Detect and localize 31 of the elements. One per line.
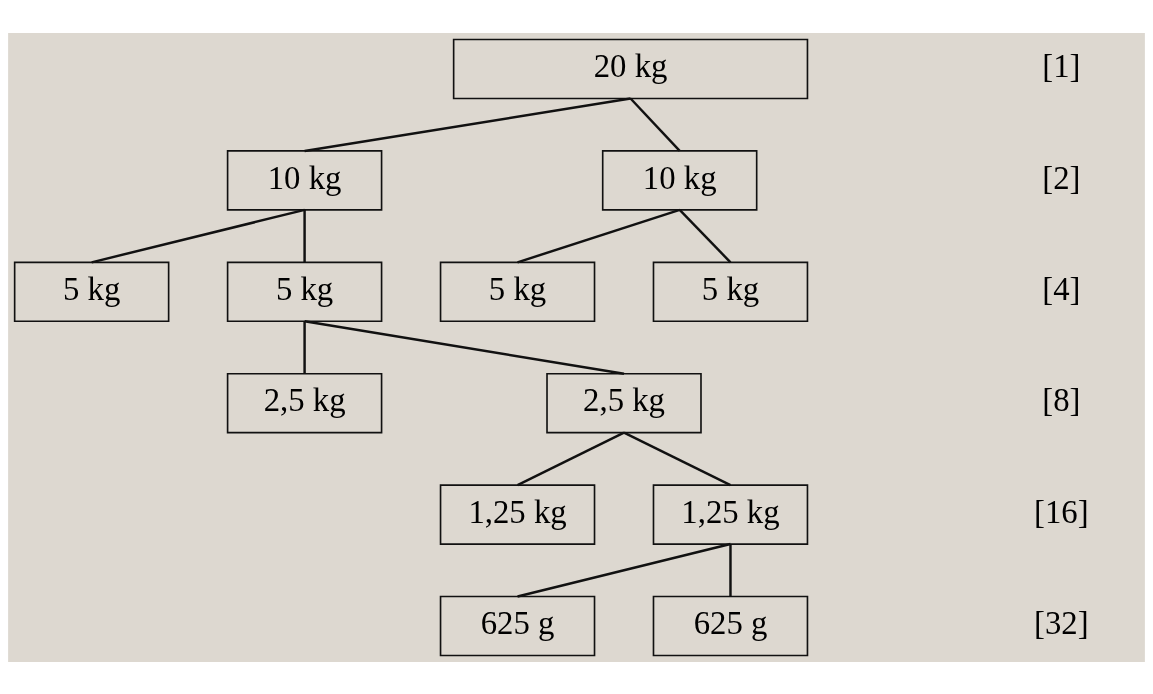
- node-box: 625 g: [439, 595, 596, 656]
- node-box: 5 kg: [439, 261, 596, 322]
- node-box: 20 kg: [452, 38, 809, 99]
- node-box: 1,25 kg: [439, 483, 596, 545]
- label: [1]: [1042, 47, 1081, 84]
- connector: [623, 431, 731, 486]
- node-box: 1,25 kg: [652, 483, 809, 545]
- connector: [91, 208, 305, 263]
- node-box: 2,5 kg: [226, 372, 383, 433]
- node-box: 10 kg: [601, 149, 758, 211]
- node-box: 10 kg: [226, 149, 383, 211]
- node-box: 5 kg: [652, 261, 809, 322]
- connector: [629, 97, 681, 152]
- connector: [304, 319, 625, 375]
- node-box: 625 g: [652, 595, 809, 656]
- connector: [304, 96, 631, 152]
- connector: [517, 208, 681, 263]
- connector: [303, 320, 306, 374]
- label: [8]: [1042, 381, 1081, 418]
- node-box: 5 kg: [226, 261, 383, 322]
- label: [16]: [1034, 493, 1089, 530]
- connector: [729, 543, 732, 596]
- connector: [517, 542, 731, 598]
- connector: [303, 209, 306, 262]
- label: [4]: [1042, 270, 1081, 307]
- connector: [678, 208, 732, 263]
- node-box: 5 kg: [13, 261, 170, 322]
- label: [32]: [1034, 604, 1089, 641]
- node-box: 2,5 kg: [546, 372, 702, 433]
- label: [2]: [1042, 159, 1081, 196]
- connector: [517, 431, 625, 486]
